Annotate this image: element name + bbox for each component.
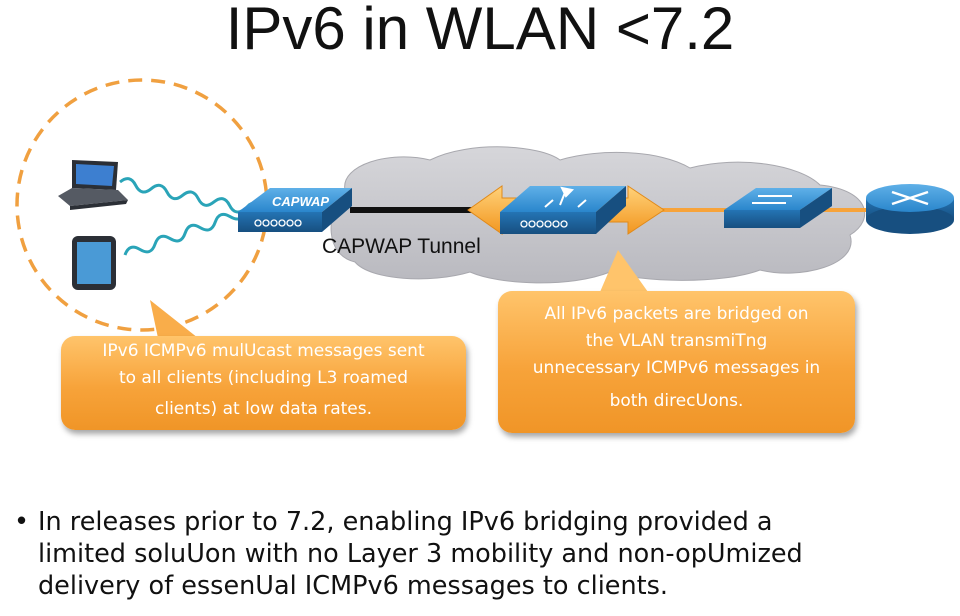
callout-left: IPv6 ICMPv6 mulUcast messages sent to al… — [61, 336, 466, 430]
callout-right-line-1: All IPv6 packets are bridged on — [544, 304, 809, 324]
callout-right-pointer — [600, 250, 648, 292]
callout-right-line-3: unnecessary ICMPv6 messages in — [532, 358, 821, 378]
bullet-dot-icon: • — [14, 507, 30, 537]
access-point-icon: CAPWAP — [238, 188, 352, 232]
bullet-line-3: delivery of essenUal ICMPv6 messages to … — [38, 571, 669, 601]
callout-right: All IPv6 packets are bridged on the VLAN… — [498, 291, 855, 433]
slide-title: IPv6 in WLAN <7.2 — [225, 0, 735, 62]
callout-right-line-4: both direcUons. — [609, 391, 744, 411]
ap-label: CAPWAP — [272, 194, 329, 209]
callout-right-line-2: the VLAN transmiTng — [585, 331, 768, 351]
laptop-icon — [58, 160, 128, 210]
bullet-line-1: In releases prior to 7.2, enabling IPv6 … — [38, 507, 773, 537]
bullet-line-2: limited soluUon with no Layer 3 mobility… — [38, 539, 803, 569]
tablet-icon — [72, 236, 116, 290]
switch-icon — [724, 188, 832, 228]
callout-left-line-2: to all clients (including L3 roamed — [118, 368, 409, 388]
capwap-tunnel-label: CAPWAP Tunnel — [322, 235, 481, 258]
callout-left-pointer — [150, 300, 198, 338]
wlan-controller-icon — [500, 186, 626, 234]
callout-left-line-3: clients) at low data rates. — [155, 399, 372, 419]
bullet-text: In releases prior to 7.2, enabling IPv6 … — [38, 506, 943, 602]
callout-left-line-1: IPv6 ICMPv6 mulUcast messages sent — [102, 341, 425, 361]
router-icon — [866, 184, 954, 234]
network-diagram: CAPWAP — [15, 78, 954, 338]
